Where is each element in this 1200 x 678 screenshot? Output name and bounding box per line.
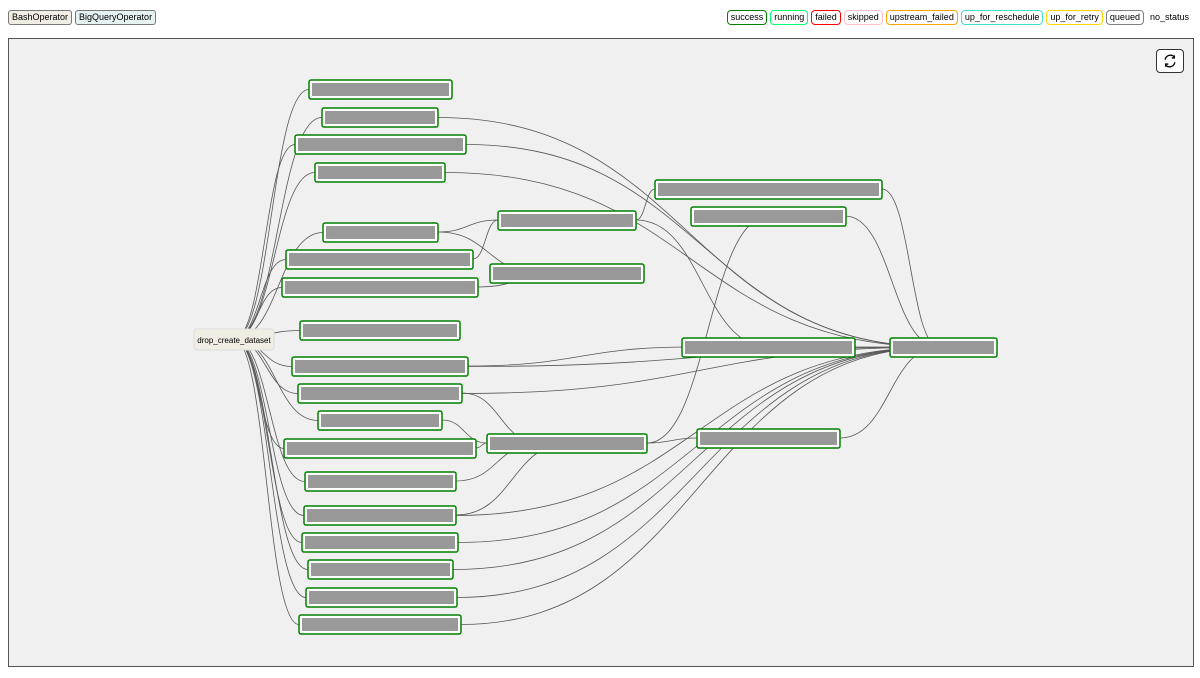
dependency-edge [881,188,940,348]
dependency-edge [472,219,499,260]
status-success[interactable]: success [726,10,768,25]
task-node[interactable] [303,505,457,526]
dependency-edge [465,144,940,348]
dependency-edge [233,144,296,340]
task-node[interactable] [291,356,469,377]
dependency-edge [475,442,488,449]
redacted-task-label [893,341,994,354]
task-node[interactable] [497,210,637,231]
task-node[interactable] [489,263,645,284]
task-node[interactable] [486,433,648,454]
task-node[interactable] [322,222,439,243]
redacted-task-label [298,138,463,151]
dependency-edge [233,89,310,340]
task-node[interactable] [654,179,883,200]
task-node[interactable] [307,559,454,580]
status-failed[interactable]: failed [811,10,841,25]
task-node[interactable] [301,532,459,553]
task-node[interactable] [690,206,847,227]
refresh-icon [1164,54,1176,68]
operator-legend: BashOperator BigQueryOperator [8,10,157,25]
redacted-task-label [321,414,439,427]
task-node[interactable] [314,162,446,183]
root-task-label: drop_create_dataset [197,336,271,345]
operator-chip-bigquery: BigQueryOperator [75,10,157,25]
top-legend-bar: BashOperator BigQueryOperator success ru… [0,0,1200,36]
task-node[interactable] [285,249,474,270]
task-node[interactable] [297,383,463,404]
node-layer [281,79,998,635]
dependency-edge [437,219,499,233]
redacted-task-label [302,618,458,631]
redacted-task-label [311,563,450,576]
task-node[interactable] [696,428,841,449]
redacted-task-label [493,267,641,280]
dependency-edge [233,117,323,340]
task-node[interactable] [283,438,477,459]
dag-graph-canvas[interactable]: drop_create_dataset [8,38,1194,667]
redacted-task-label [325,111,435,124]
task-node[interactable] [321,107,439,128]
redacted-task-label [285,281,475,294]
dependency-edge [646,437,698,444]
dependency-edge [456,346,940,598]
redacted-task-label [312,83,449,96]
status-running[interactable]: running [770,10,809,25]
dependency-edge [233,338,300,625]
status-up-for-retry[interactable]: up_for_retry [1046,10,1103,25]
dependency-edge [441,419,488,444]
task-node[interactable] [305,587,458,608]
redacted-task-label [308,475,453,488]
refresh-button[interactable] [1156,49,1184,73]
redacted-task-label [326,226,435,239]
status-up-for-reschedule[interactable]: up_for_reschedule [960,10,1044,25]
dependency-edge [437,117,940,348]
redacted-task-label [658,183,879,196]
status-skipped[interactable]: skipped [843,10,883,25]
task-node[interactable] [299,320,461,341]
task-node[interactable] [294,134,467,155]
dependency-edge [452,346,940,570]
dependency-edge [646,215,770,444]
redacted-task-label [309,591,454,604]
dependency-edge [635,188,656,221]
redacted-task-label [700,432,837,445]
redacted-task-label [303,324,457,337]
dependency-edge [467,346,692,367]
redacted-task-label [501,214,633,227]
redacted-task-label [685,341,852,354]
redacted-task-label [694,210,843,223]
dag-graph-svg: drop_create_dataset [193,79,998,635]
redacted-task-label [295,360,465,373]
task-node[interactable] [681,337,856,358]
redacted-task-label [318,166,442,179]
task-node[interactable] [308,79,453,100]
status-queued[interactable]: queued [1105,10,1144,25]
redacted-task-label [301,387,459,400]
dependency-edge [844,215,940,348]
status-no-status[interactable]: no_status [1149,12,1189,22]
root-task-box[interactable] [193,328,275,351]
status-upstream-failed[interactable]: upstream_failed [885,10,958,25]
operator-chip-bash: BashOperator [8,10,73,25]
task-node[interactable] [889,337,998,358]
task-node[interactable] [304,471,457,492]
dependency-edge [233,338,307,598]
redacted-task-label [289,253,470,266]
task-node-drop-create-dataset[interactable]: drop_create_dataset [193,328,275,351]
redacted-task-label [287,442,473,455]
dependency-edge [460,346,940,625]
redacted-task-label [305,536,455,549]
task-node[interactable] [281,277,479,298]
status-legend: success running failed skipped upstream_… [726,10,1192,25]
redacted-task-label [490,437,644,450]
task-node[interactable] [298,614,462,635]
task-node[interactable] [317,410,443,431]
redacted-task-label [307,509,453,522]
